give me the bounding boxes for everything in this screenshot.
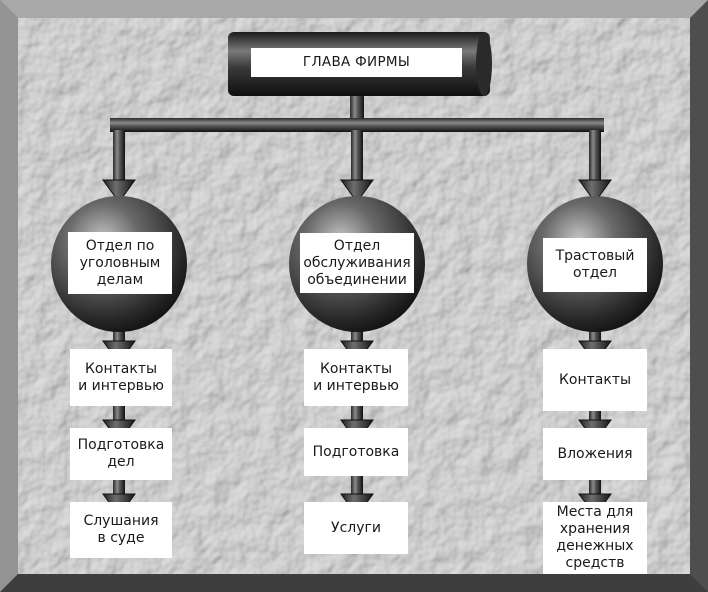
department-3-name-text: Трастовый отдел	[555, 248, 635, 281]
department-1-step-2-arrow-shaft	[113, 402, 125, 422]
branch-bar	[110, 118, 604, 132]
department-2-step-1: Контакты и интервью	[304, 349, 408, 406]
department-2-step-3: Услуги	[304, 502, 408, 554]
department-3-step-2: Вложения	[543, 428, 647, 480]
department-1-step-3-arrow-shaft	[113, 476, 125, 496]
department-1-step-3-text: Слушания в суде	[83, 513, 159, 546]
department-3-step-3-text: Места для хранения денежных средств	[556, 504, 634, 571]
department-2-step-3-text: Услуги	[331, 519, 381, 536]
department-3-step-1: Контакты	[543, 349, 647, 411]
frame-top-bevel	[0, 0, 708, 18]
department-2-step-2-arrow-shaft	[351, 402, 363, 422]
head-label: ГЛАВА ФИРМЫ	[251, 48, 462, 77]
department-3-branch-arrow-head	[578, 179, 612, 203]
department-2-step-2: Подготовка	[304, 428, 408, 476]
department-3-step-2-text: Вложения	[557, 445, 633, 462]
department-3-step-1-text: Контакты	[558, 371, 632, 388]
department-2-branch-arrow-shaft	[351, 130, 363, 182]
frame-right-bevel	[690, 0, 708, 592]
department-2-branch-arrow-head	[340, 179, 374, 203]
head-cylinder-cap	[476, 32, 492, 96]
head-label-text: ГЛАВА ФИРМЫ	[302, 54, 411, 70]
department-2-step-2-text: Подготовка	[312, 443, 400, 460]
department-3-step-3: Места для хранения денежных средств	[543, 502, 647, 574]
frame-bottom-bevel	[0, 574, 708, 592]
frame-left-bevel	[0, 0, 18, 592]
department-3-branch-arrow-shaft	[589, 130, 601, 182]
department-1-step-2-text: Подготовка дел	[77, 437, 165, 470]
department-1-step-2: Подготовка дел	[70, 428, 172, 480]
department-2-name-text: Отдел обслуживания объединении	[303, 237, 411, 288]
department-3-name: Трастовый отдел	[543, 238, 647, 292]
department-1-branch-arrow-head	[102, 179, 136, 203]
department-1-name-text: Отдел по уголовным делам	[79, 237, 161, 288]
department-1-step-3: Слушания в суде	[70, 502, 172, 558]
department-2-step-3-arrow-shaft	[351, 472, 363, 496]
department-1-step-1: Контакты и интервью	[70, 349, 172, 406]
department-1-branch-arrow-shaft	[113, 130, 125, 182]
department-3-step-3-arrow-shaft	[589, 476, 601, 496]
department-1-name: Отдел по уголовным делам	[68, 232, 172, 294]
department-2-step-1-text: Контакты и интервью	[313, 360, 399, 394]
department-1-step-1-text: Контакты и интервью	[78, 360, 164, 394]
department-2-name: Отдел обслуживания объединении	[300, 233, 414, 293]
